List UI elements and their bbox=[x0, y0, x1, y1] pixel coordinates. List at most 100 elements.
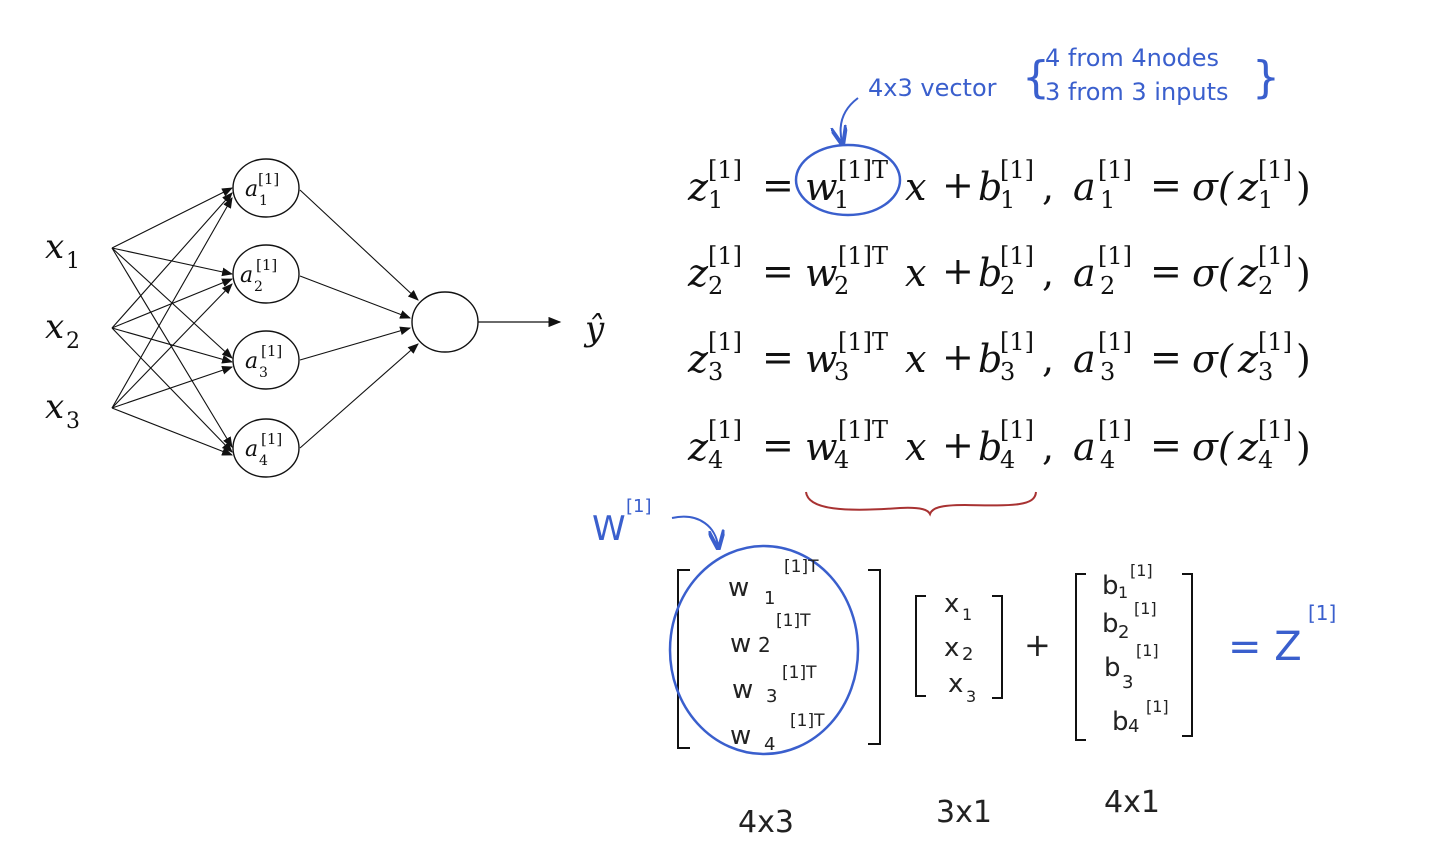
svg-text:b: b bbox=[1112, 707, 1129, 737]
matrix-section: W [1] w 1 [1]T w 2 [1]T w 3 [1]T w 4 [1]… bbox=[592, 496, 1336, 840]
svg-text:4: 4 bbox=[764, 734, 775, 755]
svg-text:[1]T: [1]T bbox=[838, 242, 888, 270]
svg-text:w: w bbox=[805, 337, 838, 381]
svg-text:[1]T: [1]T bbox=[790, 711, 825, 731]
svg-text:a: a bbox=[245, 349, 258, 374]
svg-text:3: 3 bbox=[708, 358, 723, 386]
svg-text:1: 1 bbox=[708, 186, 723, 214]
svg-text:): ) bbox=[1296, 337, 1311, 381]
svg-text:3: 3 bbox=[966, 687, 976, 706]
svg-text:σ(: σ( bbox=[1192, 165, 1234, 209]
svg-text:2: 2 bbox=[1000, 272, 1015, 300]
x-vector-right-bracket bbox=[992, 595, 1003, 699]
svg-text:w: w bbox=[732, 675, 753, 705]
output-label: ŷ bbox=[583, 309, 605, 349]
svg-text:): ) bbox=[1296, 425, 1311, 469]
input-edges bbox=[111, 187, 234, 456]
svg-text:4: 4 bbox=[1258, 446, 1273, 474]
svg-text:σ(: σ( bbox=[1192, 337, 1234, 381]
svg-text:2: 2 bbox=[254, 279, 263, 295]
svg-text:=: = bbox=[762, 163, 794, 207]
b-vector-entry-1: b 1 [1] bbox=[1102, 561, 1153, 602]
svg-text:[1]T: [1]T bbox=[838, 416, 888, 444]
svg-text:[1]: [1] bbox=[1308, 601, 1336, 625]
svg-text:3: 3 bbox=[1000, 358, 1015, 386]
svg-text:3: 3 bbox=[66, 409, 80, 434]
W-matrix-left-bracket bbox=[677, 569, 690, 749]
svg-text:b: b bbox=[978, 337, 1002, 381]
svg-text:1: 1 bbox=[834, 186, 849, 214]
input-x2: x 2 bbox=[45, 307, 80, 354]
svg-text:1: 1 bbox=[962, 605, 972, 624]
svg-text:[1]: [1] bbox=[256, 256, 277, 274]
svg-text:+: + bbox=[942, 423, 974, 467]
svg-text:3 from 3 inputs: 3 from 3 inputs bbox=[1045, 78, 1229, 106]
svg-text:=: = bbox=[1150, 249, 1182, 293]
result-Z: = Z [1] bbox=[1228, 601, 1336, 670]
svg-text:w: w bbox=[728, 573, 749, 603]
svg-text:,: , bbox=[1042, 165, 1054, 209]
svg-text:a: a bbox=[245, 437, 258, 462]
x-vector-entry-1: x 1 bbox=[944, 589, 972, 624]
W-matrix-right-bracket bbox=[868, 569, 881, 745]
svg-text:4x3 vector: 4x3 vector bbox=[868, 74, 997, 102]
svg-text:[1]: [1] bbox=[1130, 561, 1153, 580]
svg-text:z: z bbox=[1237, 425, 1259, 469]
hidden-node-4: a [1] 4 bbox=[232, 418, 300, 478]
svg-text:b: b bbox=[978, 251, 1002, 295]
svg-text:1: 1 bbox=[1258, 186, 1273, 214]
x-vector-entry-3: x 3 bbox=[948, 669, 976, 706]
neural-network: x 1 x 2 x 3 a [1] 1 a [1] 2 a [1] 3 bbox=[45, 158, 605, 478]
svg-text:[1]: [1] bbox=[1146, 697, 1169, 716]
dim-x: 3x1 bbox=[936, 795, 992, 830]
svg-text:[1]: [1] bbox=[708, 416, 742, 444]
equations: z [1] 1 = w [1]T 1 x + b [1] 1 , a [1] 1… bbox=[687, 156, 1311, 474]
output-node bbox=[411, 291, 479, 353]
svg-text:3: 3 bbox=[1258, 358, 1273, 386]
svg-text:x: x bbox=[45, 307, 64, 347]
svg-text:x: x bbox=[905, 251, 926, 295]
dim-W: 4x3 bbox=[738, 805, 794, 840]
svg-text:1: 1 bbox=[66, 249, 80, 274]
svg-text:4: 4 bbox=[1128, 716, 1139, 737]
W-arrow bbox=[671, 515, 718, 546]
svg-text:W: W bbox=[592, 509, 626, 549]
plus-sign: + bbox=[1024, 626, 1051, 664]
b-vector-left-bracket bbox=[1075, 573, 1086, 741]
x-vector-left-bracket bbox=[915, 595, 926, 697]
svg-text:[1]: [1] bbox=[1000, 156, 1034, 184]
svg-text:σ(: σ( bbox=[1192, 251, 1234, 295]
svg-text:w: w bbox=[730, 721, 751, 751]
underbrace bbox=[805, 491, 1037, 517]
svg-text:x: x bbox=[905, 165, 926, 209]
svg-text:z: z bbox=[687, 337, 709, 381]
svg-text:[1]T: [1]T bbox=[776, 611, 811, 631]
left-curly-brace: { bbox=[1022, 52, 1050, 103]
svg-text:b: b bbox=[978, 425, 1002, 469]
svg-text:2: 2 bbox=[834, 272, 849, 300]
svg-text:4: 4 bbox=[834, 446, 849, 474]
svg-text:1: 1 bbox=[1000, 186, 1015, 214]
svg-text:z: z bbox=[687, 251, 709, 295]
svg-text:a: a bbox=[240, 263, 253, 288]
equation-row-1: z [1] 1 = w [1]T 1 x + b [1] 1 , a [1] 1… bbox=[687, 156, 1311, 214]
svg-text:z: z bbox=[687, 165, 709, 209]
W-label: W [1] bbox=[592, 496, 652, 549]
W-row-3: w 3 [1]T bbox=[732, 663, 817, 707]
x-vector-entry-2: x 2 bbox=[944, 633, 973, 665]
svg-text:1: 1 bbox=[1118, 583, 1128, 602]
svg-text:[1]: [1] bbox=[1258, 156, 1292, 184]
svg-text:=: = bbox=[762, 249, 794, 293]
svg-text:3: 3 bbox=[259, 365, 268, 381]
W-matrix-highlight-circle bbox=[668, 544, 860, 756]
svg-text:=: = bbox=[1150, 423, 1182, 467]
svg-text:,: , bbox=[1042, 425, 1054, 469]
svg-text:2: 2 bbox=[962, 644, 973, 665]
svg-text:a: a bbox=[245, 177, 258, 202]
svg-text:4: 4 bbox=[1000, 446, 1015, 474]
svg-text:+: + bbox=[942, 163, 974, 207]
svg-text:σ(: σ( bbox=[1192, 425, 1234, 469]
W-row-4: w 4 [1]T bbox=[730, 711, 825, 755]
svg-text:b: b bbox=[1104, 653, 1121, 683]
svg-text:b: b bbox=[1102, 571, 1119, 601]
